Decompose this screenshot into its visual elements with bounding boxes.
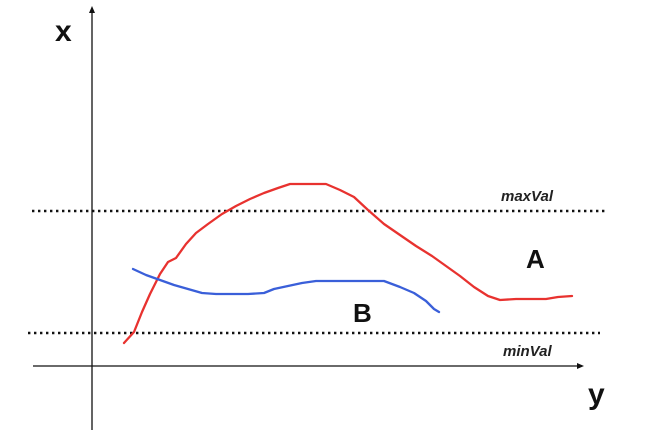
min-threshold-label: minVal <box>503 343 552 360</box>
horizontal-axis-arrowhead <box>577 363 584 369</box>
vertical-axis-label: x <box>55 15 72 48</box>
max-threshold-label: maxVal <box>501 188 554 205</box>
vertical-axis-arrowhead <box>89 6 95 13</box>
curve-a <box>122 182 574 345</box>
horizontal-axis-label: y <box>588 378 605 411</box>
curve-b <box>131 267 441 314</box>
curve-a-label: A <box>526 244 545 274</box>
curve-b-label: B <box>353 298 372 328</box>
